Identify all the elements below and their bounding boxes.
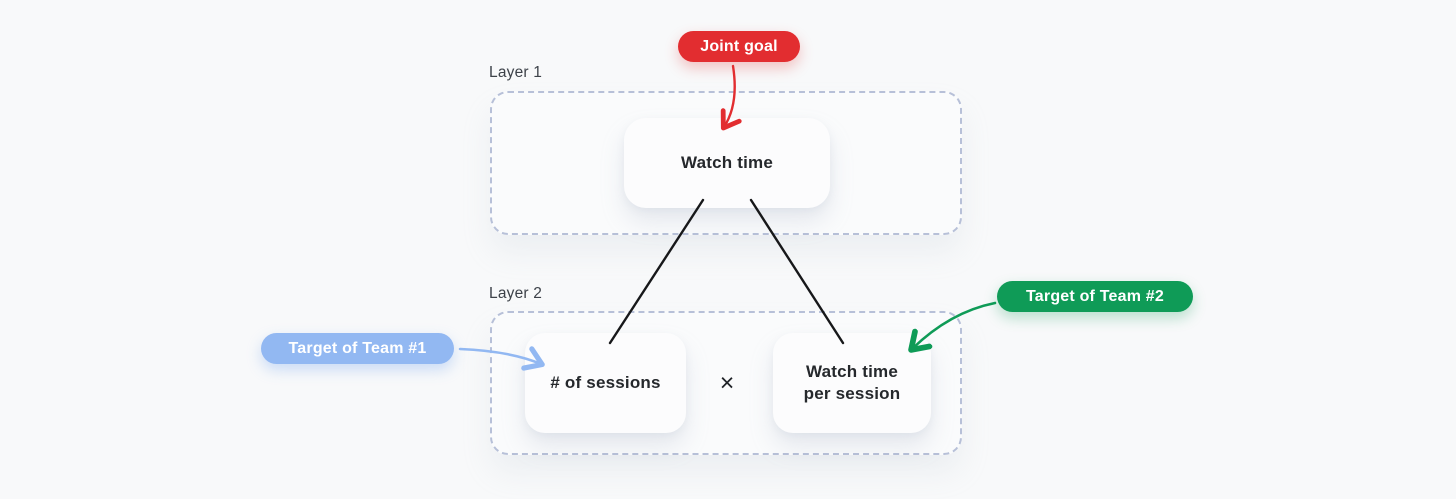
layer-1-label: Layer 1 <box>489 64 543 81</box>
watch-time-node: Watch time <box>624 118 830 208</box>
layer-2-label: Layer 2 <box>489 285 543 302</box>
sessions-node: # of sessions <box>525 333 686 433</box>
multiply-operator: × <box>719 368 735 397</box>
target-team-1-badge: Target of Team #1 <box>261 333 454 364</box>
joint-goal-badge: Joint goal <box>678 31 800 62</box>
target-team-2-badge: Target of Team #2 <box>997 281 1193 312</box>
watch-time-per-session-node: Watch time per session <box>773 333 931 433</box>
